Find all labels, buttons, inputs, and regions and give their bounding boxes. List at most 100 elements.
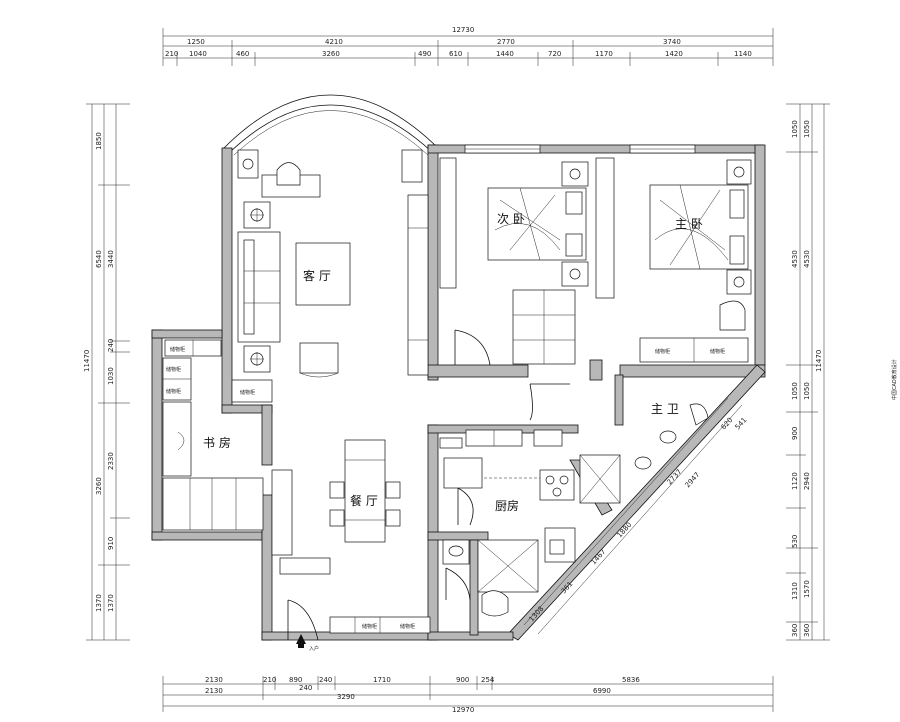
wc-door [445, 567, 471, 601]
chair [385, 481, 401, 499]
dim-left: 1370 [107, 594, 115, 612]
wall-bedroom-west [427, 144, 439, 381]
dim-right: 4530 [791, 250, 799, 268]
dim-bottom: 240 [319, 676, 332, 684]
dim-top: 490 [418, 50, 431, 58]
shoe-cabinet [279, 557, 331, 575]
dim-left: 6540 [95, 250, 103, 268]
dining-table [344, 439, 386, 543]
bedroom-wardrobe [595, 157, 615, 299]
dining-furniture: 储物柜 储物柜 餐 厅 [271, 439, 431, 641]
cabinet-label: 储物柜 [166, 388, 181, 395]
dim-right: 360 [791, 624, 799, 637]
kitchen-cabinet [533, 429, 563, 447]
dim-top: 1440 [496, 50, 514, 58]
dim-left-overall: 11470 [83, 350, 91, 372]
cabinet [401, 149, 423, 183]
dim-right-overall: 11470 [815, 350, 823, 372]
room-label-living: 客 厅 [303, 268, 331, 283]
bedroom2-door [454, 329, 491, 366]
windows [464, 144, 696, 154]
dim-right: 1050 [791, 120, 799, 138]
dim-bottom: 210 [263, 676, 276, 684]
left-dimension-chain: 11470 1850 6540 3260 1370 3440 240 1030 … [83, 103, 130, 641]
basin [634, 456, 652, 470]
dim-top: 1420 [665, 50, 683, 58]
fridge [443, 457, 483, 489]
wall-master-south [619, 364, 766, 378]
cabinet-label: 储物柜 [655, 348, 670, 355]
dim-left: 2330 [107, 452, 115, 470]
master-bedroom-furniture: 储物柜 储物柜 主 卧 [639, 159, 752, 363]
wall-bedroom-south [427, 364, 529, 378]
coffee-table [295, 242, 351, 306]
wall-study-west [151, 329, 163, 541]
wall-bath-diagonal [507, 364, 766, 641]
cabinet-label: 储物柜 [240, 389, 255, 396]
wall-study-north [151, 329, 223, 339]
room-label-bedroom2: 次 卧 [497, 212, 525, 226]
entrance-marker: 入户 [296, 634, 319, 652]
room-label-kitchen: 厨房 [495, 498, 519, 513]
top-dimension-chain: 12730 1250 4210 2770 3740 210 1040 460 3… [162, 26, 774, 66]
entrance-arrow-icon [296, 634, 306, 644]
toilet [689, 403, 709, 426]
dim-right: 1050 [803, 120, 811, 138]
wall-bath-west [614, 374, 624, 426]
entry-door [287, 599, 319, 641]
room-label-study: 书 房 [203, 435, 231, 450]
wall-living-west [221, 147, 233, 414]
basin [659, 430, 677, 444]
chair [276, 162, 301, 186]
bottom-dimension-chain: 2130 210 890 240 1710 900 254 5836 2130 … [162, 676, 774, 714]
dim-bottom: 5836 [622, 676, 640, 684]
dim-right: 1050 [791, 382, 799, 400]
wall-wc-north [427, 531, 489, 541]
dim-top-overall: 12730 [452, 26, 474, 34]
dim-diag: 541 [734, 416, 749, 431]
dim-top: 4210 [325, 38, 343, 46]
tv-cabinet [407, 194, 429, 376]
dim-left: 3260 [95, 477, 103, 495]
wall-dining-west [261, 494, 273, 641]
dim-bottom: 890 [289, 676, 302, 684]
bay-window-inner [229, 104, 433, 153]
dim-right: 360 [803, 624, 811, 637]
dim-top: 610 [449, 50, 462, 58]
room-label-dining: 餐 厅 [350, 493, 378, 508]
right-dimension-chain: 11470 1050 4530 1050 2940 1570 360 1050 … [786, 103, 830, 641]
living-room-furniture: 储物柜 客 厅 [231, 149, 429, 403]
cabinet-label: 储物柜 [400, 623, 415, 630]
cabinet-label: 储物柜 [166, 366, 181, 373]
chair [385, 509, 401, 527]
chair [329, 509, 345, 527]
dim-bottom: 2130 [205, 687, 223, 695]
study-furniture: 储物柜 储物柜 储物柜 书 房 [162, 339, 264, 531]
dim-top: 1170 [595, 50, 613, 58]
dim-bottom: 240 [299, 684, 312, 692]
dim-top: 3740 [663, 38, 681, 46]
watermark-text: 中国CAD教育设计 [891, 359, 898, 400]
sideboard [271, 469, 293, 556]
dim-bottom-overall: 12970 [452, 706, 474, 714]
dim-bottom: 2130 [205, 676, 223, 684]
dim-top: 210 [165, 50, 178, 58]
dim-top: 1040 [189, 50, 207, 58]
kitchen-door [457, 487, 474, 526]
dim-left: 910 [107, 537, 115, 550]
dim-right: 1120 [791, 472, 799, 490]
dim-top: 1140 [734, 50, 752, 58]
bedroom2-furniture: 次 卧 [439, 157, 615, 366]
wall-wc-east [469, 539, 479, 636]
dim-diag: 2947 [684, 471, 702, 490]
bathroom-fixtures: 主 卫 [442, 402, 709, 617]
cabinet-label: 储物柜 [710, 348, 725, 355]
dim-top: 3260 [322, 50, 340, 58]
room-label-bath: 主 卫 [651, 402, 679, 416]
wardrobe [439, 157, 457, 289]
dim-right: 4530 [803, 250, 811, 268]
study-bookcase [162, 477, 264, 531]
wall-study-east [261, 404, 273, 466]
dim-right: 530 [791, 535, 799, 548]
